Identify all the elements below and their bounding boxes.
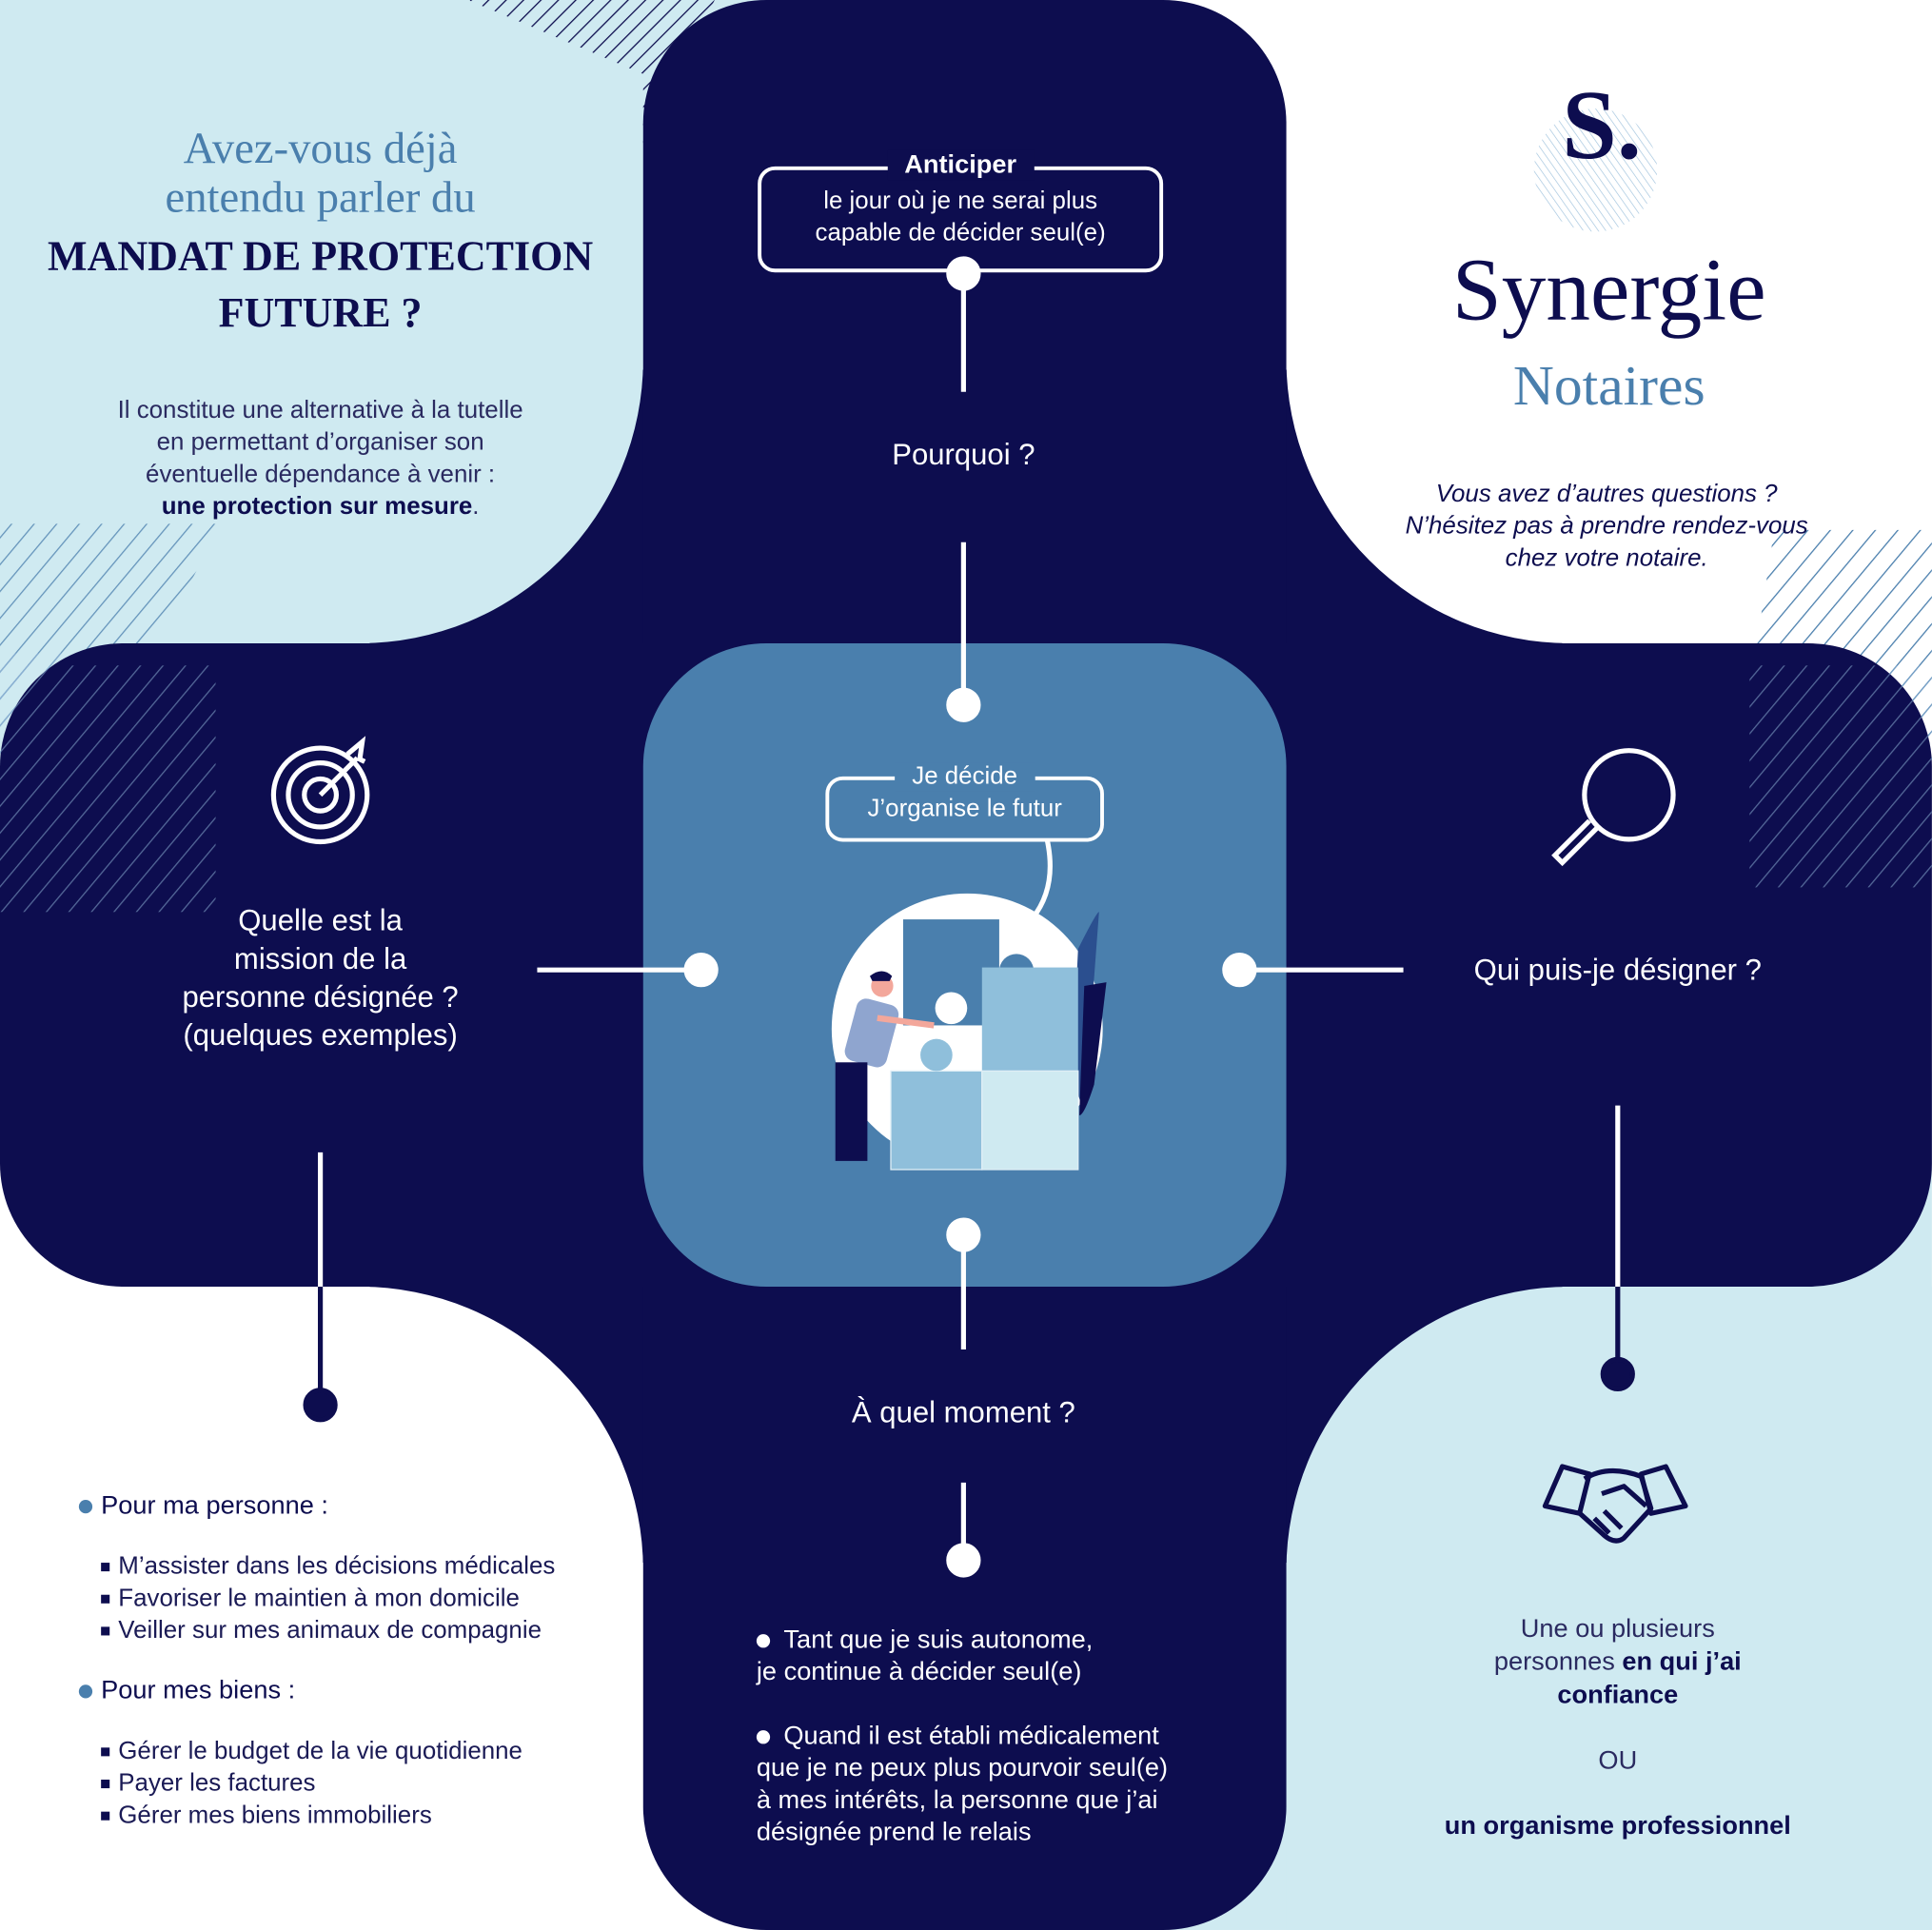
list-item: Gérer mes biens immobiliers — [101, 1800, 555, 1832]
anticipate-line: capable de décider seul(e) — [815, 219, 1106, 246]
anticipate-line: le jour où je ne serai plus — [823, 187, 1098, 215]
who-answer: Une ou plusieurs personnes en qui j’ai c… — [1368, 1612, 1868, 1842]
list-item: M’assister dans les décisions médicales — [101, 1550, 555, 1583]
who-question: Qui puis-je désigner ? — [1473, 954, 1762, 988]
mission-question: Quelle est la mission de la personne dés… — [74, 902, 567, 1055]
list-item: Gérer le budget de la vie quotidienne — [101, 1735, 555, 1767]
intro-line: éventuelle dépendance à venir : — [146, 461, 496, 488]
mission-line: (quelques exemples) — [183, 1018, 458, 1053]
decide-box: Je décide J’organise le futur — [825, 762, 1104, 842]
intro-line: en permettant d’organiser son — [156, 428, 484, 457]
decide-label: Je décide — [895, 762, 1035, 792]
intro-title-line: entendu parler du — [165, 172, 476, 223]
intro-title: Avez-vous déjà entendu parler du — [0, 124, 641, 223]
who-line: Une ou plusieurs — [1520, 1614, 1715, 1644]
list-item: Veiller sur mes animaux de compagnie — [101, 1614, 555, 1646]
intro-bold: une protection sur mesure — [161, 493, 473, 521]
brand-cta: Vous avez d’autres questions ? N’hésitez… — [1287, 478, 1927, 574]
brand-name: Synergie — [1451, 240, 1766, 340]
person-heading: Pour ma personne : — [78, 1491, 555, 1521]
logo-monogram: S. — [1562, 71, 1642, 181]
anticipate-box: Anticiper le jour où je ne serai plus ca… — [758, 149, 1164, 273]
handshake-icon — [1542, 1464, 1688, 1544]
cta-line: chez votre notaire. — [1505, 544, 1708, 572]
intro-line: Il constitue une alternative à la tutell… — [117, 396, 523, 424]
intro-title-bold-line: FUTURE ? — [218, 290, 423, 337]
intro-title-bold: MANDAT DE PROTECTION FUTURE ? — [0, 229, 641, 343]
decide-line: J’organise le futur — [867, 795, 1062, 822]
why-question: Pourquoi ? — [892, 439, 1035, 472]
who-bold: un organisme professionnel — [1444, 1811, 1791, 1841]
assets-heading: Pour mes biens : — [78, 1676, 555, 1705]
when-list: Tant que je suis autonome,je continue à … — [756, 1625, 1250, 1881]
intro-paragraph: Il constitue une alternative à la tutell… — [0, 394, 641, 522]
who-bold: confiance — [1557, 1681, 1679, 1710]
puzzle-illustration — [831, 893, 1107, 1171]
intro-end: . — [472, 493, 480, 521]
when-question: À quel moment ? — [851, 1396, 1075, 1430]
intro-title-bold-line: MANDAT DE PROTECTION — [48, 234, 594, 280]
mission-examples: Pour ma personne : M’assister dans les d… — [78, 1491, 555, 1832]
cta-line: Vous avez d’autres questions ? — [1435, 481, 1778, 508]
list-item: Tant que je suis autonome,je continue à … — [756, 1625, 1250, 1688]
mission-line: Quelle est la — [238, 904, 403, 938]
anticipate-label: Anticiper — [887, 149, 1035, 181]
intro-title-line: Avez-vous déjà — [183, 123, 458, 173]
who-bold: en qui j’ai — [1622, 1647, 1742, 1677]
list-item: Favoriser le maintien à mon domicile — [101, 1583, 555, 1615]
list-item: Payer les factures — [101, 1767, 555, 1800]
who-line: personnes — [1493, 1647, 1623, 1677]
magnifier-icon — [1551, 748, 1676, 867]
mission-line: personne désignée ? — [182, 980, 459, 1014]
cta-line: N’hésitez pas à prendre rendez-vous — [1405, 512, 1808, 541]
target-icon — [270, 736, 370, 845]
who-or: OU — [1598, 1746, 1638, 1775]
brand-subtitle: Notaires — [1512, 353, 1705, 417]
mission-line: mission de la — [233, 942, 407, 976]
logo-hatched-circle — [1533, 108, 1658, 232]
